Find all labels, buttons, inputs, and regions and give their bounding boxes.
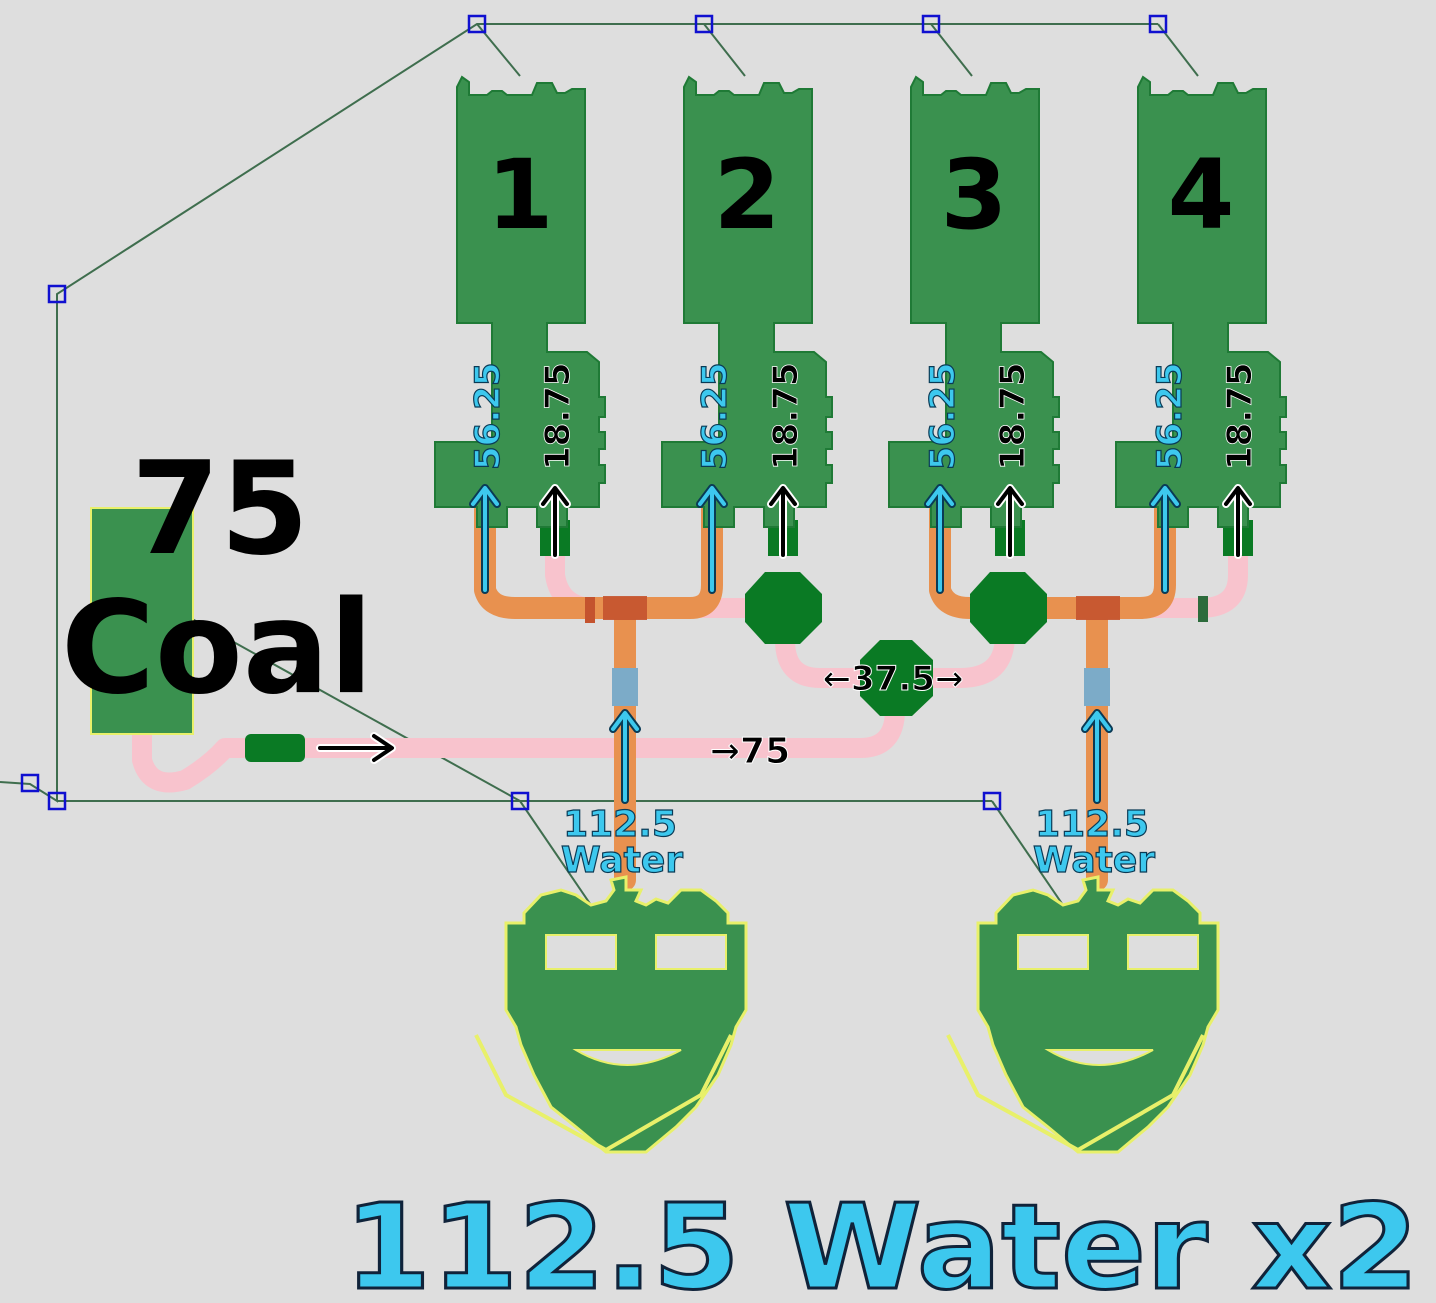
water-source-1-amount: 112.5 bbox=[563, 804, 677, 845]
reactor-number-1: 1 bbox=[487, 139, 554, 251]
water-source-1-label: Water bbox=[561, 840, 683, 881]
arrow-up-icon bbox=[926, 486, 954, 592]
arrow-up-icon bbox=[541, 486, 569, 557]
arrow-up-icon bbox=[1224, 486, 1252, 557]
coal-rate-3: 18.75 bbox=[993, 362, 1033, 470]
coal-rate-2: 18.75 bbox=[766, 362, 806, 470]
arrow-up-icon bbox=[698, 486, 726, 592]
reactor-number-2: 2 bbox=[714, 139, 781, 251]
water-pump-1 bbox=[474, 875, 748, 1154]
arrow-up-icon bbox=[1151, 486, 1179, 592]
reactor-input-arrows bbox=[316, 484, 1254, 804]
belt-main-flow-label: →75 bbox=[710, 731, 790, 772]
reactor-number-4: 4 bbox=[1168, 139, 1235, 251]
water-source-2-label: Water bbox=[1033, 840, 1155, 881]
arrow-up-icon bbox=[996, 486, 1024, 557]
water-source-2-amount: 112.5 bbox=[1035, 804, 1149, 845]
splitter-right bbox=[970, 572, 1047, 644]
arrow-up-icon bbox=[1083, 711, 1111, 802]
arrow-up-icon bbox=[471, 486, 499, 592]
wire-nodes bbox=[20, 14, 1168, 811]
splitter-left bbox=[745, 572, 822, 644]
coal-source-building bbox=[90, 507, 194, 735]
coal-rate-4: 18.75 bbox=[1220, 362, 1260, 470]
belt-start-node bbox=[245, 734, 305, 762]
water-rate-2: 56.25 bbox=[695, 362, 735, 470]
splitter-center bbox=[860, 640, 933, 716]
water-pump-2 bbox=[946, 875, 1220, 1154]
coal-name-label: Coal bbox=[61, 574, 373, 723]
arrow-right-icon bbox=[318, 734, 394, 762]
reactor-number-3: 3 bbox=[941, 139, 1008, 251]
coal-amount-label: 75 bbox=[131, 435, 309, 584]
belt-split-flow-label: ←37.5→ bbox=[823, 659, 964, 699]
water-rate-1: 56.25 bbox=[468, 362, 508, 470]
belt-splitters bbox=[245, 572, 1047, 762]
belt-inlet-markers bbox=[540, 520, 1253, 556]
footer-water-summary: 112.5 Water x2 bbox=[344, 1178, 1419, 1303]
arrow-up-icon bbox=[611, 711, 639, 802]
water-rate-3: 56.25 bbox=[923, 362, 963, 470]
reactor-rate-labels: 56.25 18.75 56.25 18.75 56.25 18.75 56.2… bbox=[467, 362, 1260, 471]
arrow-up-icon bbox=[769, 486, 797, 557]
water-rate-4: 56.25 bbox=[1150, 362, 1190, 470]
coal-rate-1: 18.75 bbox=[538, 362, 578, 470]
pipe-junction-markers bbox=[585, 596, 1208, 706]
